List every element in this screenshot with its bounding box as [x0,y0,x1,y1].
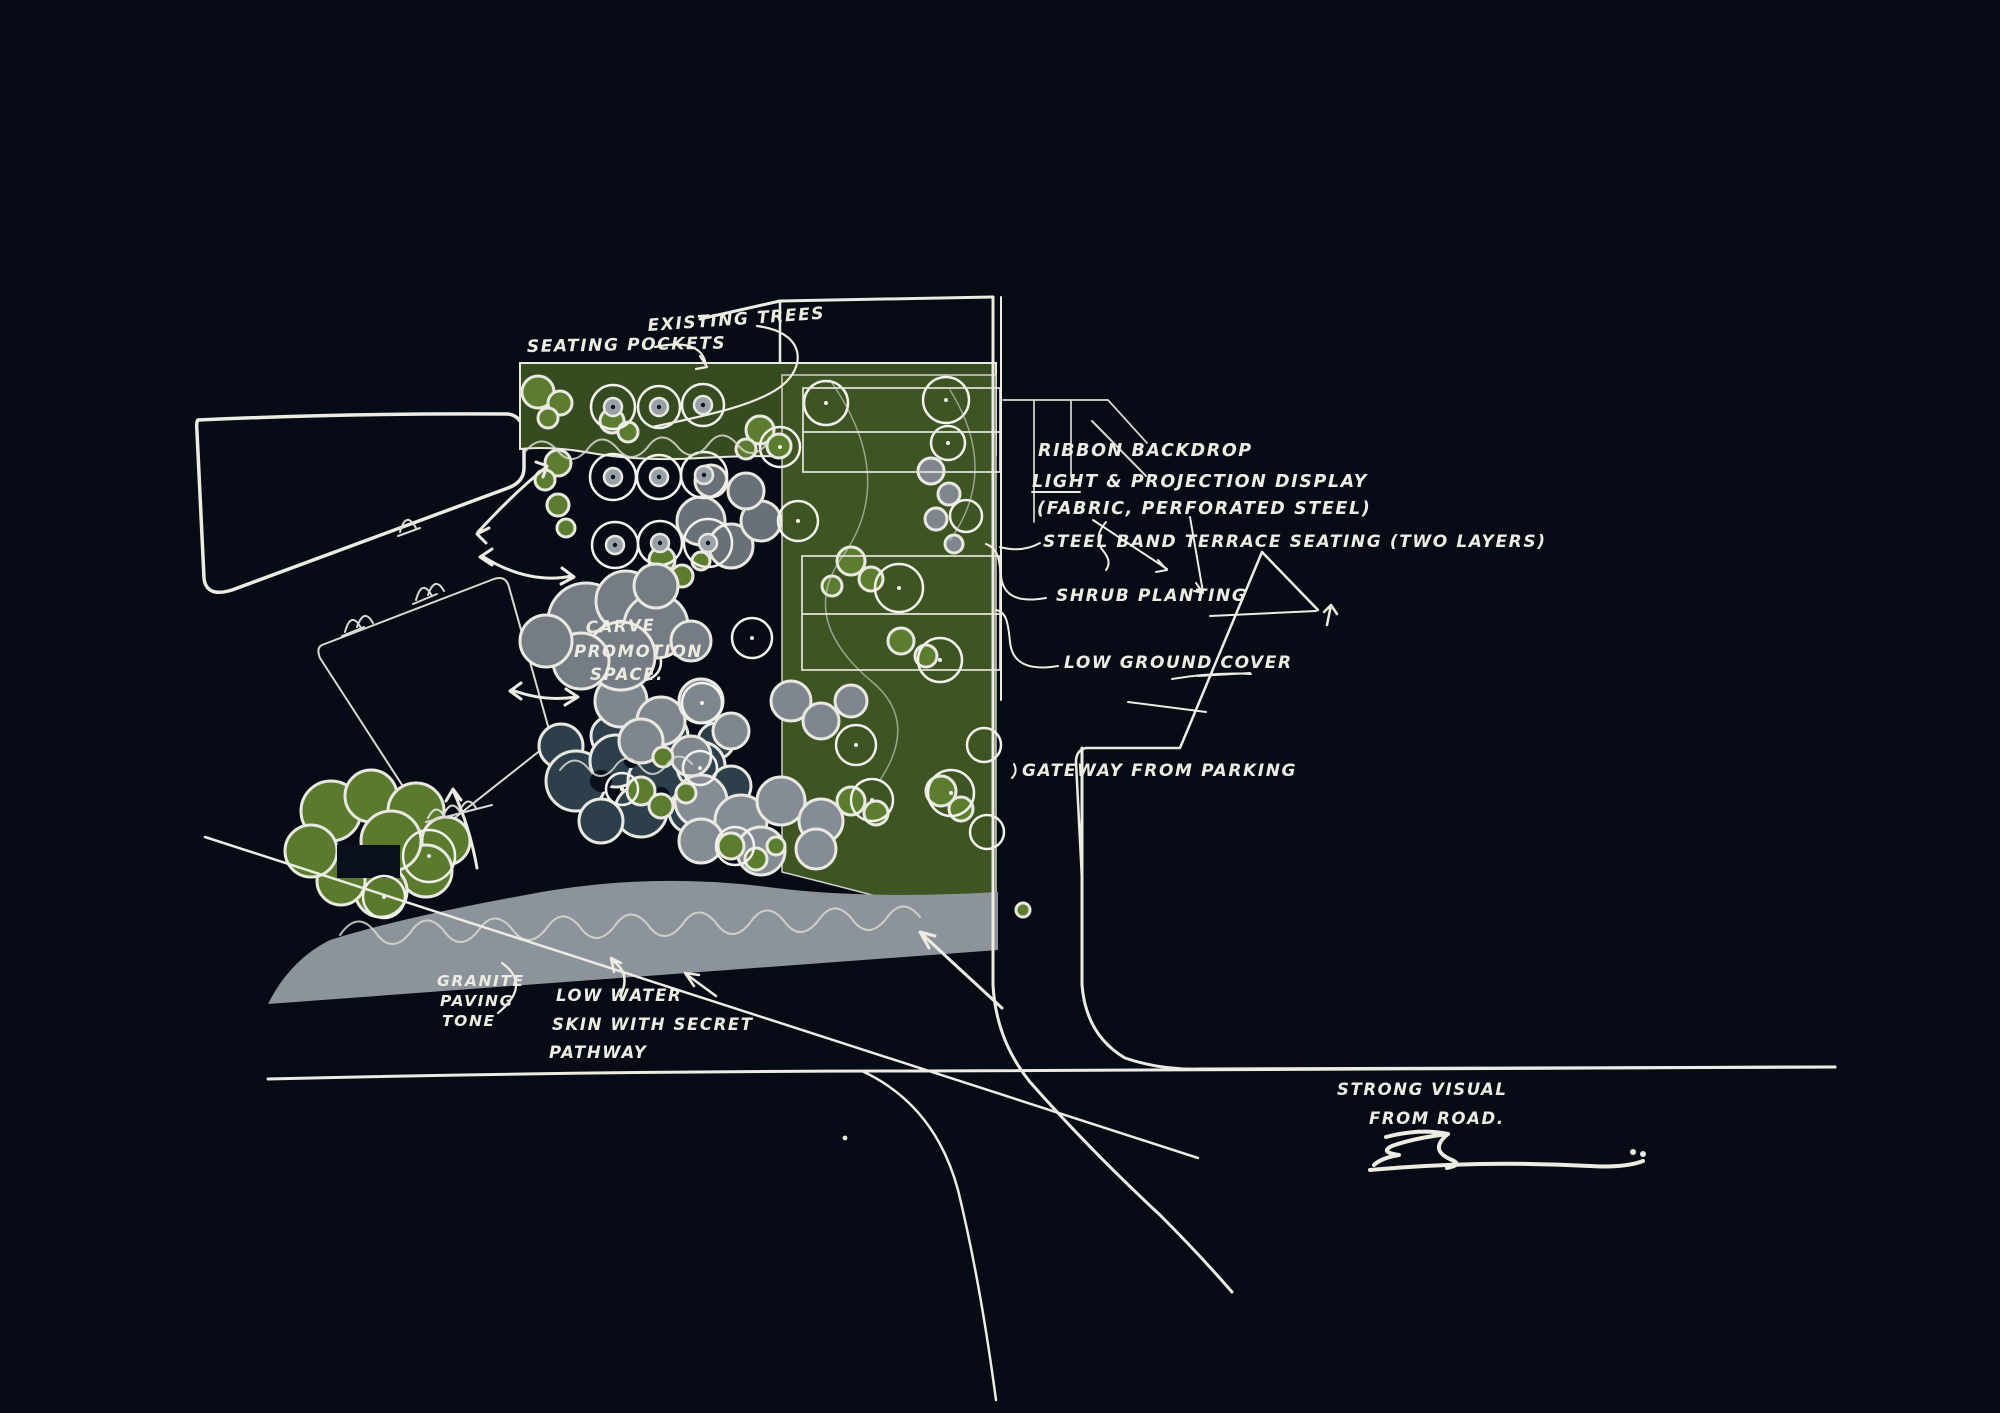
parking-arrow-icon [1322,603,1339,627]
arrow-gateway-up-icon [444,787,479,870]
carved-rectangle [337,845,400,878]
label-ribbon-2: LIGHT & PROJECTION DISPLAY [1032,472,1369,492]
label-carve-3: SPACE. [590,665,664,684]
label-ribbon-1: RIBBON BACKDROP [1038,441,1253,461]
label-seating-pockets: SEATING POCKETS [527,334,727,357]
sightline-diagonal [203,835,1200,1160]
arrow-small-upleft-icon [683,971,718,998]
label-strong-visual-2: FROM ROAD. [1369,1109,1505,1128]
leader-existing-trees [650,324,799,429]
annotation-leaders [496,324,1252,1015]
signature [1368,1129,1646,1172]
leader-diagonal-2 [1189,516,1204,594]
arrow-lowwater-icon [609,956,626,998]
label-shrub-planting: SHRUB PLANTING [1056,586,1247,606]
label-gateway: GATEWAY FROM PARKING [1022,761,1297,781]
sketch-squiggles [339,379,976,945]
ribbon-construct-lines [1002,399,1204,594]
label-steel-band: STEEL BAND TERRACE SEATING (TWO LAYERS) [1043,532,1547,552]
label-carve-1: CARVE [585,616,655,637]
road-sweep-southeast [991,903,1234,1294]
leader-granite [496,961,518,1015]
label-granite-3: TONE [442,1012,496,1030]
label-granite-2: PAVING [440,992,514,1010]
label-low-water-3: PATHWAY [549,1043,648,1062]
label-carve-2: PROMOTION [574,642,703,661]
granite-swath [268,880,998,1004]
label-granite-1: GRANITE [437,972,525,990]
label-strong-visual-1: STRONG VISUAL [1337,1080,1508,1099]
arrow-double-entry-icon [475,460,549,545]
label-low-water-1: LOW WATER [556,986,682,1005]
flow-arrows [425,460,1004,1010]
tree-rows [588,382,734,570]
label-low-ground-cover: LOW GROUND COVER [1064,653,1293,673]
leader-ribbon [1097,521,1110,571]
promotion-space-blob [518,562,713,692]
leader-low-ground-cover [995,609,1059,669]
paving-blob-east [769,456,965,741]
leader-seating-pockets [653,343,709,371]
leader-gateway [1011,763,1017,779]
leader-steel-band [999,542,1041,551]
leader-shrub [985,543,1047,601]
road-curve-south [860,1069,998,1402]
arrow-double-promo-icon [508,681,580,707]
label-ribbon-3: (FABRIC, PERFORATED STEEL) [1037,499,1371,519]
annotations: SEATING POCKETS EXISTING TREES RIBBON BA… [437,304,1547,1128]
leader-diagonal-1 [1092,519,1168,573]
road-horizontal-south [266,1065,1837,1081]
arrow-double-cross-icon [478,547,576,586]
arrow-strong-visual-icon [918,930,1004,1010]
label-low-water-2: SKIN WITH SECRET [552,1015,754,1034]
building-outline-north [194,412,526,594]
